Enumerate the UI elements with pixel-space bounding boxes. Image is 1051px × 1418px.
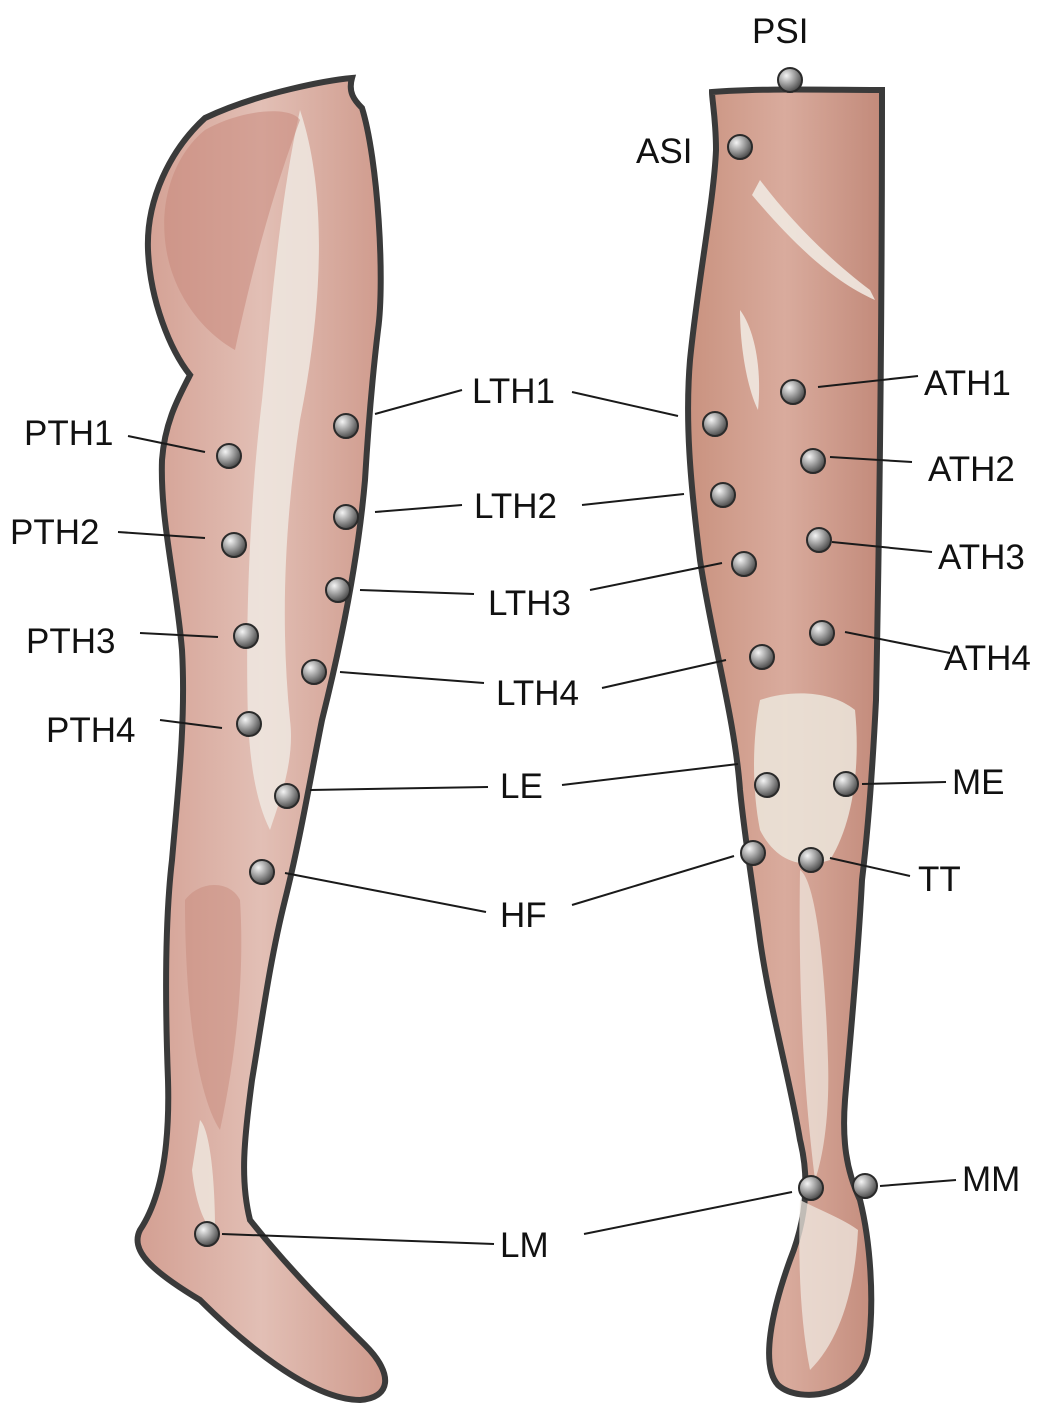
lateral-leg-view bbox=[138, 78, 386, 1400]
marker-asi bbox=[728, 135, 752, 159]
label-pth1: PTH1 bbox=[24, 416, 113, 451]
marker-lth1-anterior bbox=[703, 412, 727, 436]
label-me: ME bbox=[952, 765, 1005, 800]
marker-lth1-lateral bbox=[334, 414, 358, 438]
marker-ath3 bbox=[807, 528, 831, 552]
label-lth1: LTH1 bbox=[472, 374, 555, 409]
label-lth3: LTH3 bbox=[488, 586, 571, 621]
marker-lm-lateral bbox=[195, 1222, 219, 1246]
leader-le-lateral bbox=[310, 787, 488, 790]
label-mm: MM bbox=[962, 1162, 1020, 1197]
label-pth2: PTH2 bbox=[10, 515, 99, 550]
marker-ath1 bbox=[781, 380, 805, 404]
marker-le-lateral bbox=[275, 784, 299, 808]
label-le: LE bbox=[500, 769, 543, 804]
marker-lm-anterior bbox=[799, 1176, 823, 1200]
marker-lth2-anterior bbox=[711, 483, 735, 507]
leader-lth4-lateral bbox=[340, 672, 484, 683]
leader-lth2-anterior bbox=[582, 494, 684, 505]
leader-lth1-anterior bbox=[572, 392, 678, 416]
marker-lth4-anterior bbox=[750, 645, 774, 669]
label-lm: LM bbox=[500, 1228, 549, 1263]
leader-mm bbox=[880, 1180, 956, 1186]
label-tt: TT bbox=[918, 862, 961, 897]
label-ath1: ATH1 bbox=[924, 366, 1011, 401]
marker-pth1 bbox=[217, 444, 241, 468]
label-lth4: LTH4 bbox=[496, 676, 579, 711]
leader-lm-anterior bbox=[584, 1192, 792, 1234]
leader-lth2-lateral bbox=[375, 505, 462, 512]
label-pth3: PTH3 bbox=[26, 624, 115, 659]
marker-lth3-anterior bbox=[732, 552, 756, 576]
label-psi: PSI bbox=[752, 14, 808, 49]
marker-pth2 bbox=[222, 533, 246, 557]
marker-le-anterior bbox=[755, 773, 779, 797]
label-pth4: PTH4 bbox=[46, 713, 135, 748]
label-asi: ASI bbox=[636, 134, 692, 169]
leader-me bbox=[862, 782, 946, 784]
label-ath4: ATH4 bbox=[944, 641, 1031, 676]
marker-pth3 bbox=[234, 624, 258, 648]
marker-ath4 bbox=[810, 621, 834, 645]
label-hf: HF bbox=[500, 898, 547, 933]
marker-hf-anterior bbox=[741, 841, 765, 865]
marker-lth4-lateral bbox=[302, 660, 326, 684]
leader-le-anterior bbox=[562, 764, 738, 785]
anterior-leg-view bbox=[688, 90, 882, 1395]
marker-me bbox=[834, 772, 858, 796]
marker-psi bbox=[778, 68, 802, 92]
label-ath3: ATH3 bbox=[938, 540, 1025, 575]
marker-hf-lateral bbox=[250, 860, 274, 884]
leader-lth1-lateral bbox=[375, 390, 462, 414]
leader-lth4-anterior bbox=[602, 660, 726, 688]
label-lth2: LTH2 bbox=[474, 489, 557, 524]
marker-pth4 bbox=[237, 712, 261, 736]
leader-hf-anterior bbox=[572, 856, 734, 905]
marker-tt bbox=[799, 848, 823, 872]
marker-mm bbox=[853, 1174, 877, 1198]
label-ath2: ATH2 bbox=[928, 452, 1015, 487]
marker-ath2 bbox=[801, 449, 825, 473]
marker-lth3-lateral bbox=[326, 578, 350, 602]
leader-hf-lateral bbox=[285, 873, 486, 912]
leader-lth3-lateral bbox=[360, 590, 474, 594]
marker-lth2-lateral bbox=[334, 505, 358, 529]
